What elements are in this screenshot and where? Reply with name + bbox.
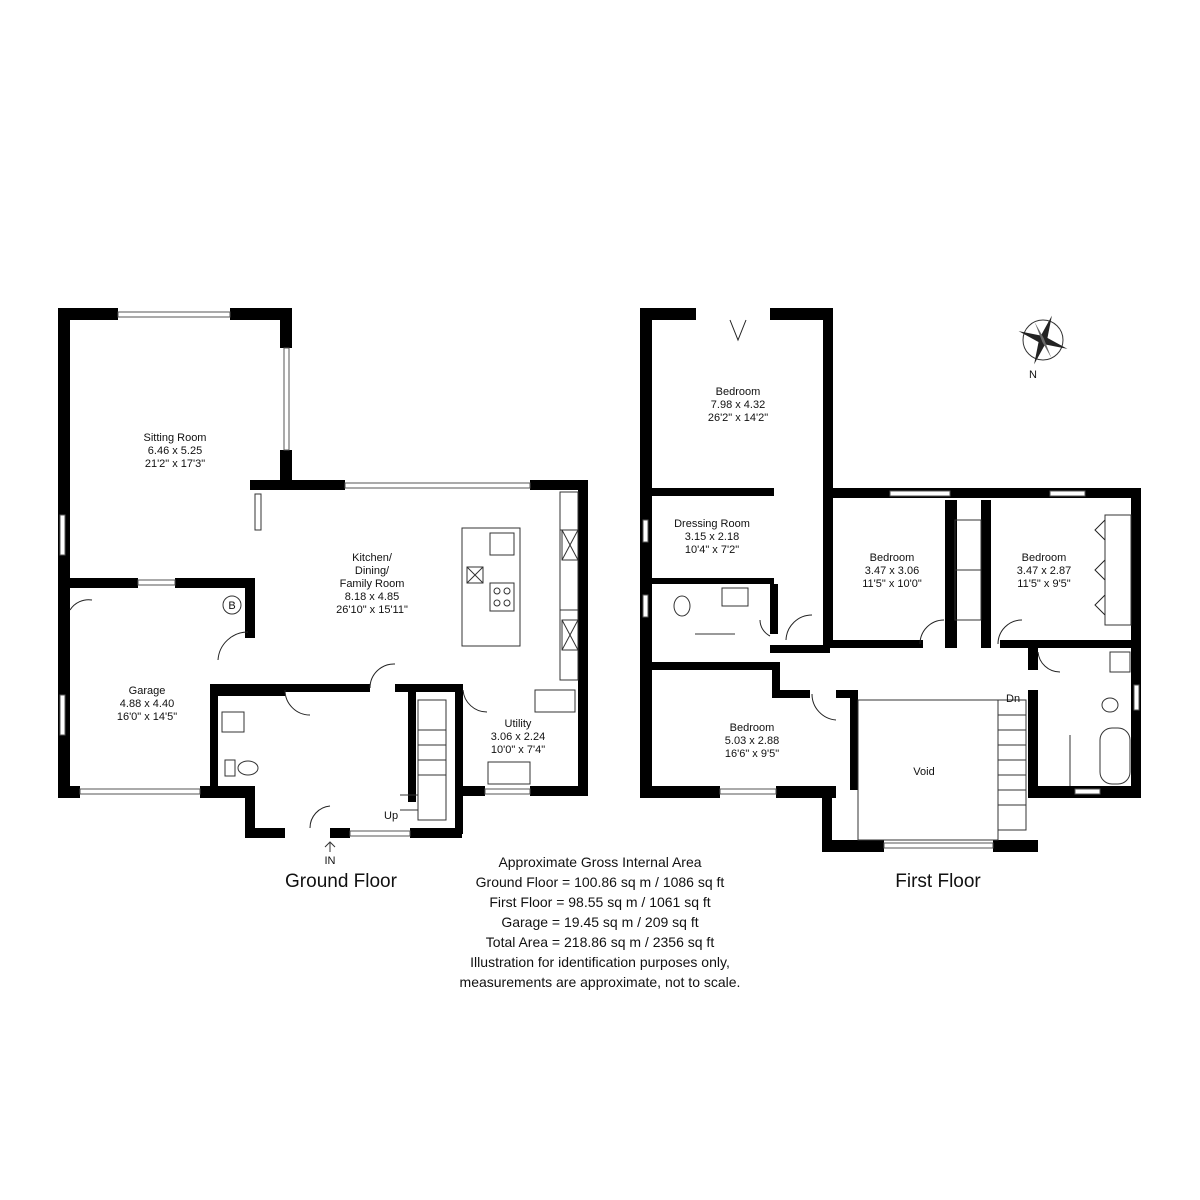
- first-stairs: [997, 699, 1027, 831]
- room-imperial: 11'5" x 10'0": [862, 578, 922, 590]
- stairs-up-label: Up: [384, 810, 398, 822]
- room-metric: 3.47 x 2.87: [1017, 565, 1071, 577]
- room-labels: Sitting Room 6.46 x 5.25 21'2" x 17'3" K…: [117, 369, 1071, 892]
- room-name: Bedroom: [870, 552, 915, 564]
- room-name-line2: Dining/: [355, 565, 390, 577]
- entrance-arrow-icon: [324, 841, 336, 852]
- void-label: Void: [913, 766, 934, 778]
- area-first: First Floor = 98.55 sq m / 1061 sq ft: [489, 894, 711, 910]
- room-name: Kitchen/: [352, 552, 393, 564]
- room-metric: 8.18 x 4.85: [345, 591, 399, 603]
- disclaimer-line-2: measurements are approximate, not to sca…: [459, 974, 741, 990]
- area-ground: Ground Floor = 100.86 sq m / 1086 sq ft: [475, 874, 725, 890]
- stairs-down-label: Dn: [1006, 693, 1020, 705]
- room-metric: 6.46 x 5.25: [148, 445, 202, 457]
- boiler-label: B: [228, 600, 235, 612]
- room-name: Dressing Room: [674, 518, 750, 530]
- room-name: Bedroom: [1022, 552, 1067, 564]
- disclaimer-line-1: Illustration for identification purposes…: [470, 954, 730, 970]
- compass-rose-icon: [1018, 315, 1068, 365]
- area-total: Total Area = 218.86 sq m / 2356 sq ft: [485, 934, 715, 950]
- area-heading: Approximate Gross Internal Area: [498, 854, 702, 870]
- room-name-line3: Family Room: [340, 578, 405, 590]
- room-metric: 4.88 x 4.40: [120, 698, 174, 710]
- ground-floor-title: Ground Floor: [285, 871, 398, 892]
- area-summary: Approximate Gross Internal Area Ground F…: [400, 852, 800, 992]
- ground-floor-plan: [58, 308, 588, 852]
- room-imperial: 10'4" x 7'2": [685, 544, 739, 556]
- area-garage: Garage = 19.45 sq m / 209 sq ft: [501, 914, 699, 930]
- room-name: Garage: [129, 685, 166, 697]
- room-metric: 7.98 x 4.32: [711, 399, 765, 411]
- room-metric: 3.47 x 3.06: [865, 565, 919, 577]
- room-metric: 3.15 x 2.18: [685, 531, 739, 543]
- room-imperial: 21'2" x 17'3": [145, 458, 205, 470]
- room-name: Sitting Room: [144, 432, 207, 444]
- room-metric: 3.06 x 2.24: [491, 731, 545, 743]
- boiler-icon: [222, 595, 242, 615]
- room-name: Bedroom: [730, 722, 775, 734]
- room-imperial: 16'0" x 14'5": [117, 711, 177, 723]
- room-imperial: 26'2" x 14'2": [708, 412, 768, 424]
- room-imperial: 10'0" x 7'4": [491, 744, 545, 756]
- entrance-label: IN: [325, 855, 336, 867]
- first-floor-plan: [640, 308, 1141, 852]
- room-imperial: 11'5" x 9'5": [1017, 578, 1070, 590]
- room-name: Utility: [505, 718, 532, 730]
- room-imperial: 16'6" x 9'5": [725, 748, 779, 760]
- room-metric: 5.03 x 2.88: [725, 735, 779, 747]
- room-name: Bedroom: [716, 386, 761, 398]
- first-floor-title: First Floor: [895, 871, 981, 892]
- compass-north-label: N: [1029, 369, 1037, 381]
- ground-stairs: [400, 699, 447, 821]
- room-imperial: 26'10" x 15'11": [336, 604, 408, 616]
